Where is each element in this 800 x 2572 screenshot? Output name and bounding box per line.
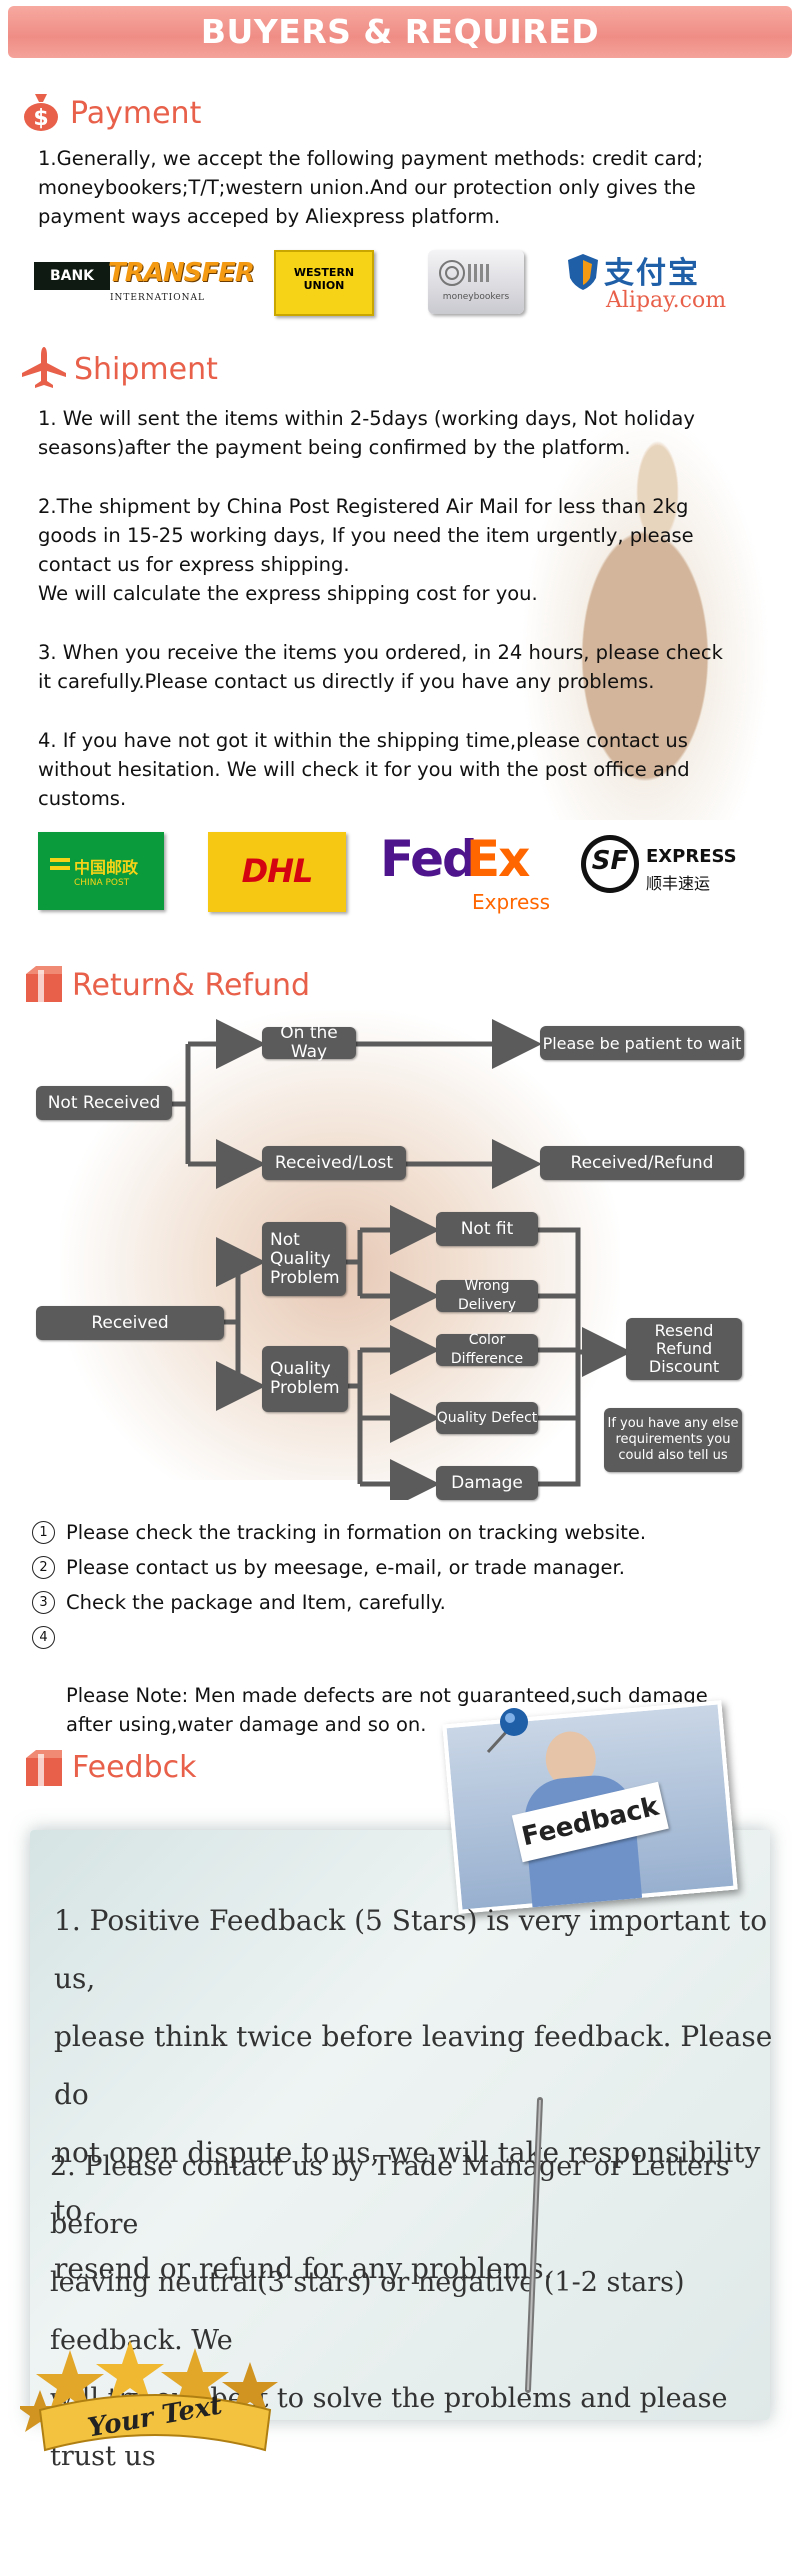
node-not-quality-line-3: Problem [270, 1267, 340, 1288]
list-item: 2 Please contact us by meesage, e-mail, … [32, 1553, 772, 1582]
payment-title: Payment [70, 96, 202, 131]
bank-transfer-logo: BANK TRANSFER INTERNATIONAL [34, 258, 255, 310]
courier-photo [520, 410, 770, 820]
payment-text: 1.Generally, we accept the following pay… [38, 147, 704, 228]
fedex-logo: Fed Ex Express [380, 830, 560, 916]
node-received-refund: Received/Refund [540, 1146, 744, 1180]
node-not-quality-line-1: Not [270, 1229, 300, 1250]
feedback-panel [30, 1830, 770, 2420]
alipay-en-label: Alipay.com [606, 288, 727, 313]
union-label: UNION [303, 279, 345, 292]
alipay-logo: 支付宝 Alipay.com [566, 248, 742, 318]
node-resend-line-2: Refund [655, 1339, 713, 1358]
return-box-icon [26, 966, 62, 1002]
airplane-icon [22, 347, 66, 388]
node-else-requirements: If you have any else requirements you co… [604, 1408, 742, 1472]
china-post-en-label: CHINA POST [74, 878, 130, 888]
node-received-lost: Received/Lost [262, 1146, 406, 1180]
note-number: 4 [32, 1626, 55, 1649]
dhl-logo: DHL [208, 832, 346, 912]
shipment-paragraph-4: 4. If you have not got it within the shi… [38, 729, 690, 810]
western-label: WESTERN [293, 266, 355, 279]
shipment-title: Shipment [74, 352, 218, 387]
header-banner: BUYERS & REQUIRED [8, 6, 792, 58]
note-number: 3 [32, 1591, 55, 1614]
note-text: Check the package and Item, carefully. [66, 1591, 446, 1614]
node-on-the-way: On the Way [262, 1024, 356, 1062]
node-else-line-3: could also tell us [618, 1448, 728, 1463]
node-resend-refund-discount: Resend Refund Discount [626, 1318, 742, 1380]
refund-notes: 1 Please check the tracking in formation… [32, 1518, 772, 1745]
sf-express-logo: SF EXPRESS 顺丰速运 [578, 832, 748, 902]
stars-icon [20, 2340, 278, 2452]
flowchart-connectors [172, 1019, 632, 1500]
your-text-badge: Your Text [20, 2340, 290, 2460]
international-label: INTERNATIONAL [110, 293, 205, 303]
node-wrong-delivery: Wrong Delivery [436, 1278, 538, 1313]
node-damage: Damage [436, 1466, 538, 1500]
refund-title: Return& Refund [72, 968, 311, 1003]
note-number: 2 [32, 1556, 55, 1579]
svg-text:$: $ [33, 106, 48, 131]
node-not-quality-problem: Not Quality Problem [262, 1222, 346, 1296]
western-union-logo: WESTERN UNION [274, 250, 374, 316]
note-text: Please check the tracking in formation o… [66, 1521, 647, 1544]
moneybookers-label: moneybookers [442, 292, 510, 302]
moneybookers-logo: moneybookers [428, 250, 524, 314]
fedex-express-label: Express [472, 890, 551, 914]
fedex-fed-label: Fed [380, 830, 478, 888]
shipment-paragraph-2: 2.The shipment by China Post Registered … [38, 495, 694, 605]
page-title: BUYERS & REQUIRED [200, 12, 600, 51]
node-resend-line-1: Resend [654, 1321, 714, 1340]
sf-cn-label: 顺丰速运 [646, 874, 711, 893]
node-not-quality-line-2: Quality [270, 1248, 331, 1269]
shipment-paragraph-3: 3. When you receive the items you ordere… [38, 641, 723, 693]
moneybookers-mark-icon [439, 260, 489, 286]
node-quality-line-2: Problem [270, 1378, 340, 1398]
china-post-logo: 中国邮政 CHINA POST [38, 832, 164, 910]
node-quality-line-1: Quality [270, 1359, 331, 1379]
fedex-ex-label: Ex [466, 830, 530, 888]
note-number: 1 [32, 1521, 55, 1544]
node-not-received: Not Received [36, 1086, 172, 1120]
sf-label: SF [591, 846, 629, 876]
alipay-shield-icon [568, 254, 598, 290]
feedback-title: Feedbck [72, 1750, 197, 1785]
note-text: Please contact us by meesage, e-mail, or… [66, 1556, 625, 1579]
shipment-paragraph-1: 1. We will sent the items within 2-5days… [38, 407, 695, 459]
feedback-box-icon [26, 1750, 62, 1786]
list-item: 4 Please Note: Men made defects are not … [32, 1623, 772, 1739]
node-quality-defect: Quality Defect [436, 1402, 538, 1434]
node-resend-line-3: Discount [648, 1357, 720, 1376]
node-be-patient: Please be patient to wait [540, 1026, 744, 1060]
push-pin-icon [486, 1708, 528, 1754]
node-else-line-2: requirements you [615, 1432, 731, 1447]
feedback-paragraph-1: 1. Positive Feedback (5 Stars) is very i… [54, 1904, 773, 2285]
bank-label: BANK [34, 262, 110, 290]
node-quality-problem: Quality Problem [262, 1346, 348, 1412]
dhl-label: DHL [241, 852, 314, 890]
alipay-cn-label: 支付宝 [604, 256, 700, 291]
node-received: Received [36, 1306, 224, 1340]
node-not-fit: Not fit [436, 1212, 538, 1246]
china-post-cn-label: 中国邮政 [74, 858, 139, 877]
node-else-line-1: If you have any else [607, 1416, 739, 1431]
list-item: 3 Check the package and Item, carefully. [32, 1588, 772, 1617]
sf-circle-icon [581, 835, 639, 893]
note-text: Please Note: Men made defects are not gu… [66, 1684, 708, 1736]
node-color-difference: Color Difference [436, 1332, 538, 1367]
money-bag-icon: $ [24, 94, 58, 131]
china-post-emblem-icon [50, 858, 70, 870]
transfer-label: TRANSFER [108, 258, 255, 288]
pencil-icon [525, 2097, 543, 2393]
list-item: 1 Please check the tracking in formation… [32, 1518, 772, 1547]
sf-express-label: EXPRESS [646, 846, 737, 867]
